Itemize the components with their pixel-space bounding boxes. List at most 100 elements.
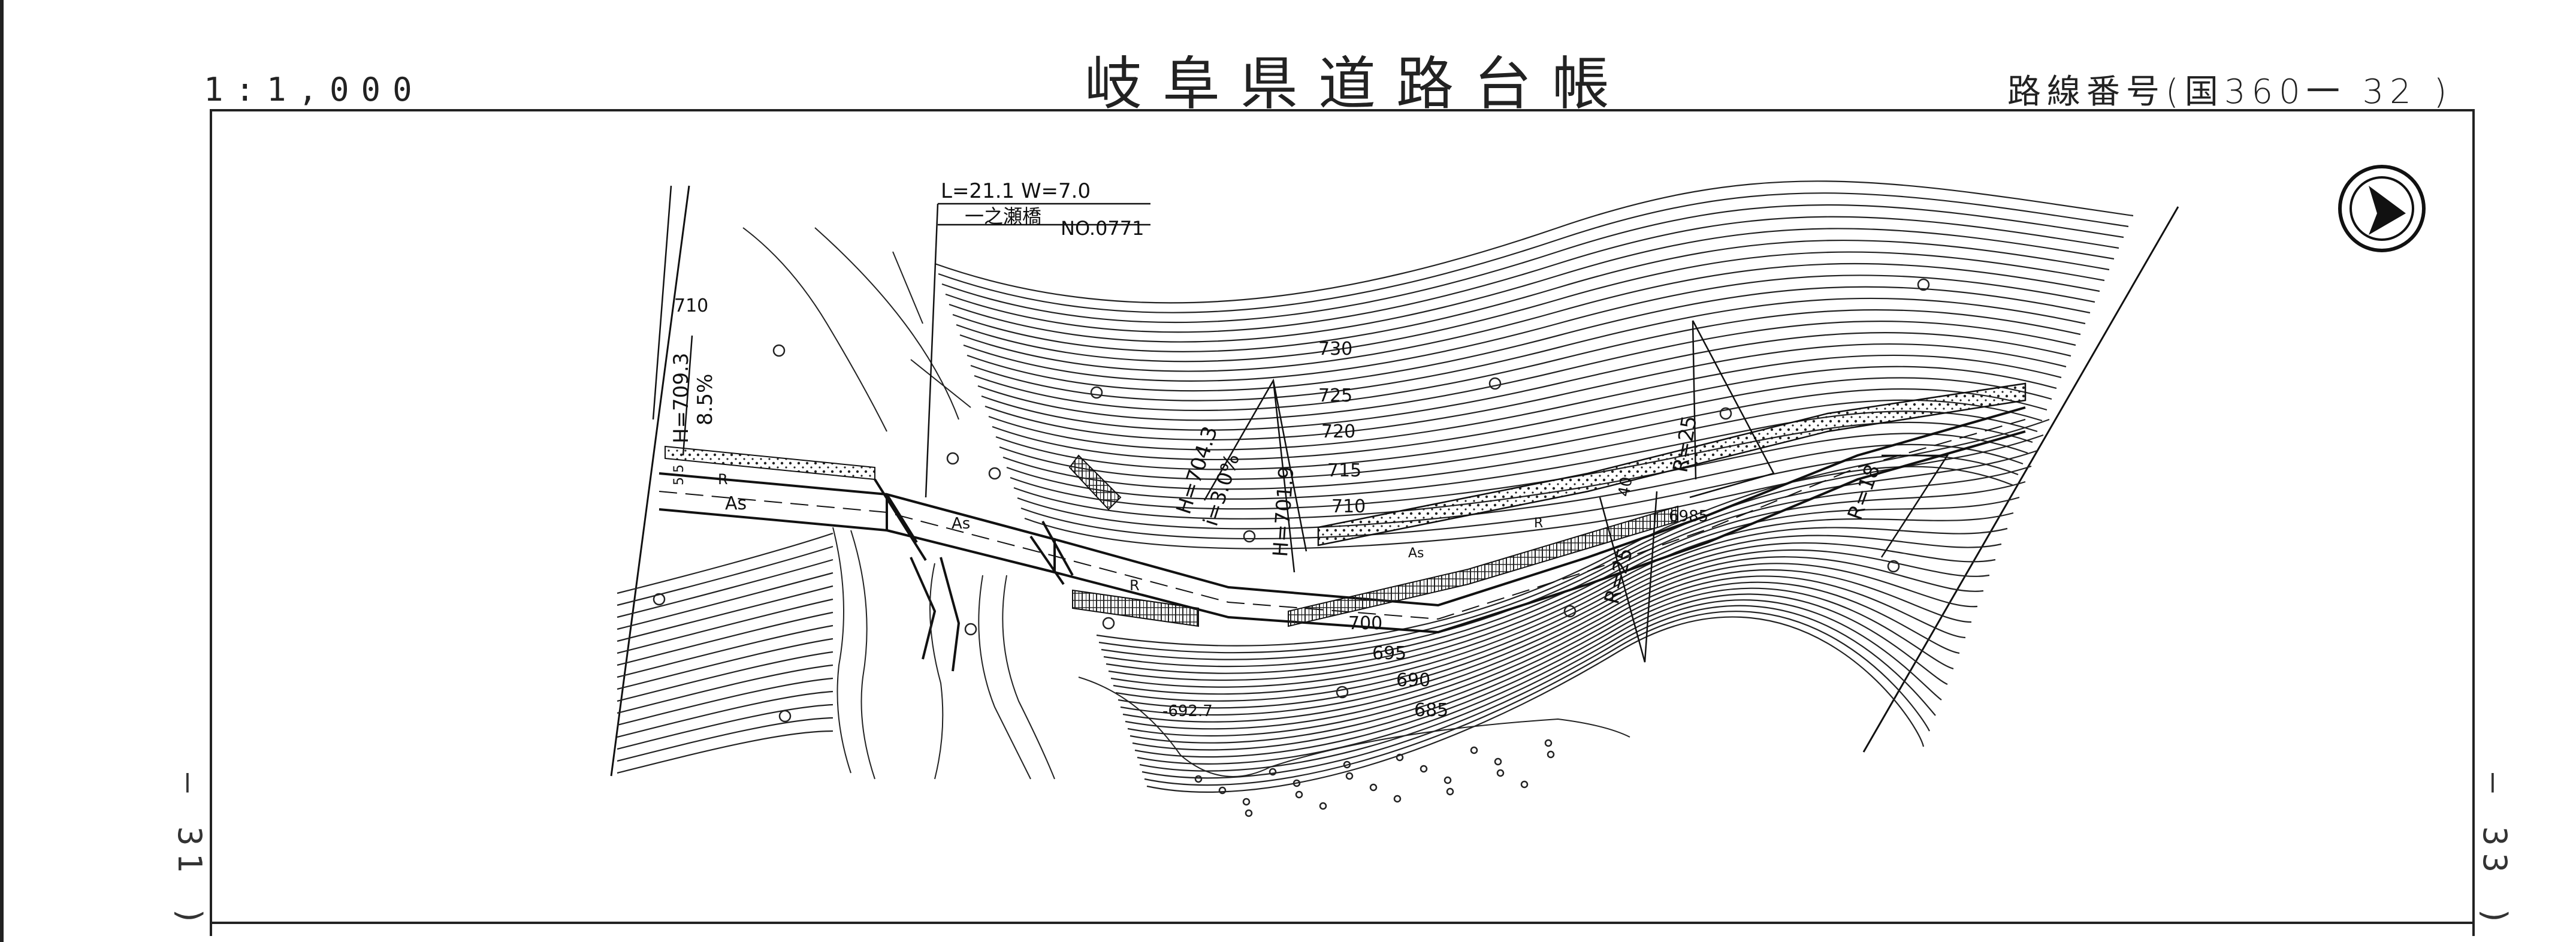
rock-symbol: [1420, 765, 1428, 773]
r-mark-2: R: [1130, 577, 1140, 594]
contour-line-lower: [1098, 434, 2044, 654]
surface-as-2: As: [952, 515, 970, 533]
tree-symbol: [1243, 530, 1256, 543]
contour-line-left: [617, 690, 833, 738]
contour-line-upper: [934, 180, 2134, 304]
rock-symbol: [1446, 787, 1454, 796]
surface-as-1: As: [725, 493, 747, 514]
lower-contour-lines: [1096, 418, 2050, 793]
contour-line-left: [617, 558, 833, 618]
contour-line-upper: [974, 309, 2081, 412]
tree-symbol: [1090, 386, 1103, 399]
rock-symbol: [1520, 780, 1529, 789]
adjacent-sheet-right: — 33 ): [2476, 773, 2514, 934]
rock-symbol: [1194, 775, 1203, 783]
contour-line-lower: [1110, 512, 2014, 688]
contour-label-730: 730: [1318, 339, 1352, 360]
contour-line-left: [617, 572, 833, 630]
rock-symbol: [1393, 795, 1402, 803]
contour-label-690: 690: [1396, 670, 1430, 691]
adjacent-sheet-left: — 31 ): [171, 773, 209, 934]
contour-line-left: [617, 611, 833, 666]
contour-line-lower: [1139, 599, 1942, 772]
vegetation-symbols: [653, 278, 1930, 817]
contour-line-left: [617, 717, 833, 762]
tree-symbol: [1887, 560, 1900, 573]
stream-lines: [742, 227, 1630, 780]
map-frame: [210, 109, 2475, 936]
rock-symbol: [1396, 753, 1404, 762]
sheet-left-border: [0, 0, 4, 942]
contour-line-upper: [992, 366, 2057, 461]
bridge-number: NO.0771: [1061, 217, 1144, 240]
contour-line-left: [617, 545, 833, 606]
contour-label-685: 685: [1414, 700, 1448, 721]
contour-line-lower: [1101, 449, 2038, 660]
tree-symbol: [1102, 617, 1115, 630]
contour-line-left: [617, 638, 833, 690]
contour-line-lower: [1127, 569, 1972, 737]
north-arrow-icon: [2338, 165, 2426, 252]
contour-line-upper: [952, 239, 2110, 353]
contour-line-left: [617, 651, 833, 702]
contour-line-upper: [981, 332, 2071, 431]
r-mark-3: R: [1534, 516, 1543, 531]
contour-label-715: 715: [1327, 460, 1361, 481]
contour-line-left: [617, 664, 833, 714]
tree-symbol: [1719, 407, 1732, 420]
curve-radius-lines: [652, 185, 1949, 663]
contour-line-lower: [1130, 575, 1966, 744]
contour-line-left: [617, 730, 833, 774]
bridge-dimensions: L=21.1 W=7.0: [941, 179, 1091, 203]
tree-symbol: [1917, 278, 1930, 291]
contour-line-upper: [945, 216, 2119, 333]
rock-symbol: [1547, 750, 1555, 759]
contour-line-upper: [1020, 455, 2019, 540]
contour-label-725: 725: [1318, 385, 1352, 406]
contour-710-left: 710: [674, 295, 708, 316]
bridge-name: 一之瀬橋: [965, 205, 1041, 228]
map-frame-bottom-rule: [210, 922, 2475, 924]
contour-line-lower: [1096, 418, 2050, 647]
contour-label-720: 720: [1321, 421, 1355, 442]
contour-line-upper: [956, 251, 2105, 363]
rock-symbol: [1343, 760, 1351, 769]
rock-symbol: [1295, 790, 1303, 799]
route-number: 路線番号(国360一 32 ): [2007, 73, 2453, 111]
contour-line-upper: [988, 354, 2062, 451]
page-title: 岐阜県道路台帳: [1085, 50, 1630, 117]
contour-line-upper: [967, 286, 2091, 392]
tree-symbol: [946, 452, 959, 465]
rock-symbol: [1345, 772, 1354, 780]
contour-line-lower: [1141, 605, 1936, 779]
height-left: H=709.3: [669, 353, 693, 443]
contour-line-lower: [1113, 527, 2008, 695]
map-scale: 1:1,000: [204, 71, 424, 108]
contour-line-upper: [963, 274, 2095, 382]
contour-label-710: 710: [1331, 496, 1366, 517]
rock-symbol: [1494, 757, 1502, 766]
contour-line-upper: [938, 192, 2129, 313]
rock-symbol: [1245, 809, 1253, 817]
contour-line-upper: [970, 297, 2086, 401]
tree-symbol: [1488, 377, 1502, 390]
rock-symbol: [1218, 786, 1227, 795]
contour-line-lower: [1118, 542, 1996, 709]
contour-line-upper: [1017, 443, 2024, 530]
tree-symbol: [778, 709, 792, 723]
contour-line-upper: [999, 388, 2047, 480]
contour-line-left: [617, 598, 833, 654]
rock-symbol: [1496, 769, 1505, 777]
width-55: 5.5: [672, 464, 687, 485]
tree-symbol: [772, 344, 786, 357]
contour-line-lower: [1106, 481, 2026, 674]
upper-contour-lines: [934, 180, 2134, 550]
grade-left: 8.5%: [693, 374, 717, 425]
r-mark-1: R: [718, 471, 728, 488]
contour-line-lower: [1137, 593, 1948, 765]
contour-line-lower: [1103, 465, 2032, 668]
tree-symbol: [1563, 605, 1577, 618]
rock-symbol: [1470, 746, 1478, 754]
